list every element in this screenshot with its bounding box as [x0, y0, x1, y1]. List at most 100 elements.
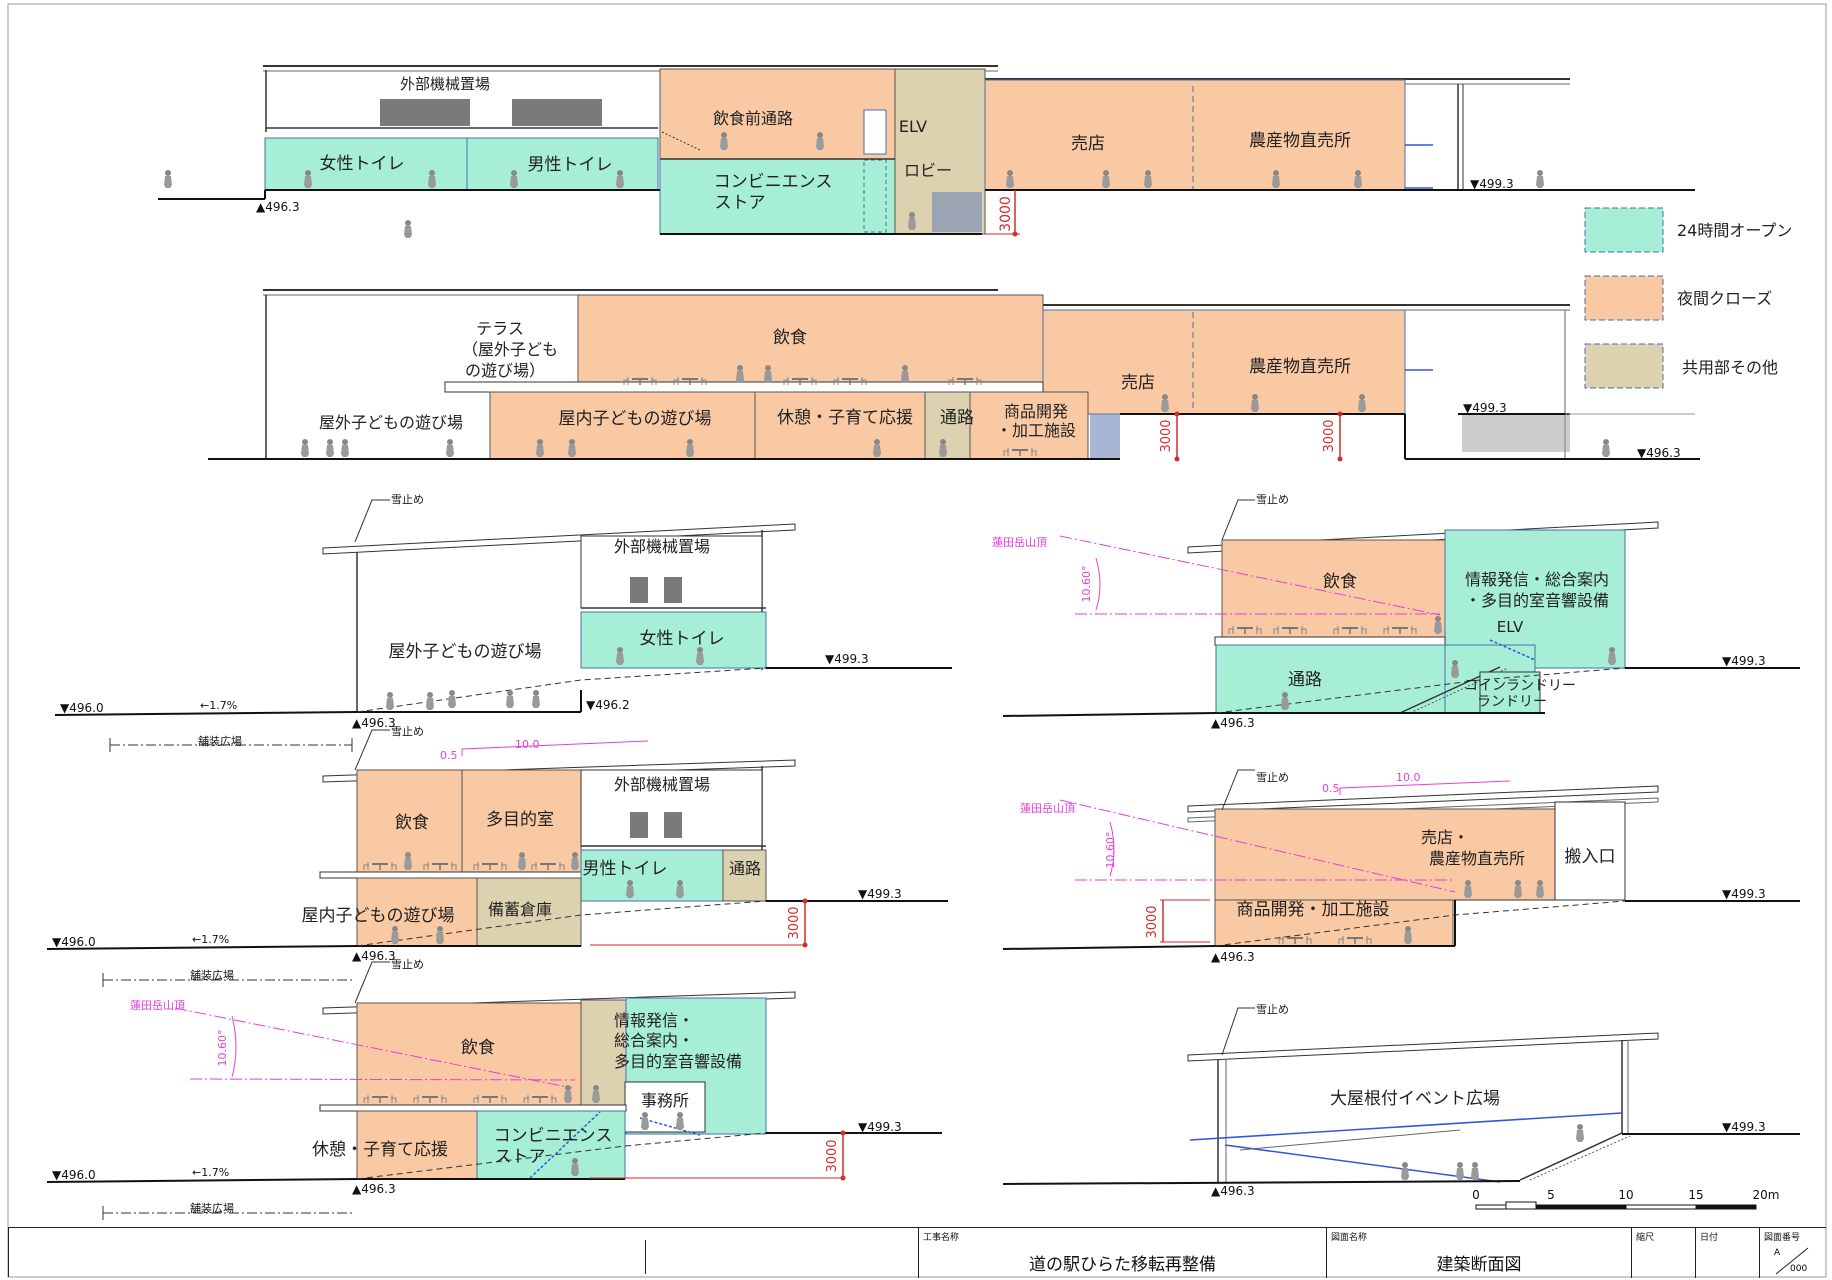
legend-swatch-open24 [1584, 207, 1664, 253]
e-convenience-label-2: ストア [495, 1147, 546, 1167]
scale-tick-10: 10 [1618, 1188, 1633, 1202]
f-level-base: ▲496.3 [1211, 716, 1255, 730]
a-lobby-label: ロビー [904, 161, 952, 180]
legend: 24時間オープン 夜間クローズ 共用部その他 [1584, 207, 1792, 389]
g-slope-a: 0.5 [1322, 782, 1340, 795]
scale-tick-5: 5 [1547, 1188, 1555, 1202]
d-passage-label: 通路 [729, 859, 761, 878]
scale-caption: 縮尺 [1636, 1233, 1655, 1243]
a-level-left: ▲496.3 [256, 200, 300, 214]
b-level-mid: ▼499.3 [1463, 401, 1507, 415]
d-level-base: ▲496.3 [352, 949, 396, 963]
d-slope-a: 0.5 [440, 749, 458, 762]
scale-tick-20: 20m [1753, 1188, 1780, 1202]
b-dim-3000-1: 3000 [1159, 419, 1174, 452]
drawing-number-prefix: A [1774, 1248, 1781, 1258]
e-level-left: ▼496.0 [52, 1168, 96, 1182]
b-terrace-label-2: （屋外子ども [462, 340, 558, 359]
g-angle-label: 10.60° [1104, 832, 1117, 869]
e-angle-label: 10.60° [216, 1030, 229, 1067]
c-level-left: ▼496.0 [60, 701, 104, 715]
d-indoor-play-label: 屋内子どもの遊び場 [302, 906, 455, 926]
b-farm-market-label: 農産物直売所 [1249, 357, 1351, 377]
b-product-dev-label-1: 商品開発 [1004, 402, 1068, 421]
f-dining-label: 飲食 [1323, 572, 1357, 592]
section-d: 飲食 多目的室 外部機械置場 男性トイレ 通路 屋内子どもの遊び場 備蓄倉庫 雪… [46, 725, 948, 987]
g-mountain-label: 蓮田岳山頂 [1020, 801, 1075, 815]
legend-open24-label: 24時間オープン [1677, 221, 1792, 240]
e-slope-label: ←1.7% [192, 1166, 229, 1179]
d-dining-label: 飲食 [395, 813, 429, 833]
g-loading-label: 搬入口 [1565, 847, 1616, 867]
section-f: 飲食 情報発信・総合案内 ・多目的室音響設備 ELV 通路 コインランドリー ラ… [992, 493, 1800, 730]
f-elv-label: ELV [1497, 618, 1524, 636]
section-g: 売店・ 農産物直売所 搬入口 商品開発・加工施設 雪止め 0.5 10.0 蓮田… [1002, 769, 1800, 964]
g-shop-label-2: 農産物直売所 [1429, 849, 1525, 868]
date-cell: 日付 [1695, 1228, 1759, 1278]
b-terrace-label-3: の遊び場） [465, 361, 545, 380]
b-dim-3000-2: 3000 [1322, 419, 1337, 452]
f-level-right: ▼499.3 [1722, 654, 1766, 668]
date-caption: 日付 [1700, 1233, 1719, 1243]
h-level-base: ▲496.3 [1211, 1184, 1255, 1198]
b-product-dev-label-2: ・加工施設 [996, 421, 1076, 440]
d-paved-plaza-label: 舗装広場 [190, 968, 234, 982]
c-level-right: ▼499.3 [825, 652, 869, 666]
e-info-label-3: 多目的室音響設備 [614, 1052, 742, 1071]
b-outdoor-play-label: 屋外子どもの遊び場 [319, 413, 463, 432]
b-indoor-play-label: 屋内子どもの遊び場 [559, 409, 712, 429]
scale-bar: 0 5 10 15 20m [1472, 1188, 1780, 1210]
drawing-number-slash [1775, 1247, 1809, 1275]
c-outdoor-machine-label: 外部機械置場 [614, 537, 710, 556]
b-level-right: ▼496.3 [1637, 446, 1681, 460]
title-block-divider-mark [645, 1240, 646, 1274]
f-info-label-1: 情報発信・総合案内 [1465, 570, 1609, 589]
a-elv-label: ELV [899, 117, 927, 136]
scale-tick-0: 0 [1472, 1188, 1480, 1202]
c-snow-stop-label: 雪止め [391, 493, 424, 506]
b-shop-label: 売店 [1121, 373, 1155, 393]
drawing-name-cell: 図面名称 建築断面図 [1326, 1228, 1631, 1278]
legend-closed-night-label: 夜間クローズ [1677, 289, 1772, 308]
f-info-label-2: ・多目的室音響設備 [1465, 591, 1609, 610]
project-name-caption: 工事名称 [923, 1233, 960, 1243]
f-passage-label: 通路 [1288, 670, 1322, 690]
e-convenience-label-1: コンビニエンス [494, 1126, 613, 1146]
section-a: 外部機械置場 3000 女性トイレ 男性トイレ 飲食前通路 コンビニエンス スト… [158, 65, 1695, 238]
d-slope-label: ←1.7% [192, 933, 229, 946]
f-laundry-label-1: コインランドリー [1464, 678, 1576, 694]
g-shop-label-1: 売店・ [1421, 828, 1469, 847]
drawing-number-caption: 図面番号 [1764, 1233, 1801, 1243]
section-b: 3000 3000 テラス （屋外子ども の遊び場） 飲食 売店 農産物直売所 … [208, 289, 1700, 462]
b-rest-childcare-label: 休憩・子育て応援 [777, 408, 913, 428]
c-outdoor-play-label: 屋外子どもの遊び場 [389, 642, 542, 662]
e-rest-childcare-label: 休憩・子育て応援 [312, 1140, 448, 1160]
a-women-toilet-label: 女性トイレ [320, 154, 405, 174]
f-angle-label: 10.60° [1080, 566, 1093, 603]
g-snow-stop-label: 雪止め [1256, 771, 1289, 784]
a-farm-market-label: 農産物直売所 [1249, 131, 1351, 151]
d-level-right: ▼499.3 [858, 887, 902, 901]
e-info-label-1: 情報発信・ [614, 1011, 694, 1030]
b-passage-label: 通路 [940, 408, 974, 428]
d-dim-3000: 3000 [787, 906, 802, 939]
g-slope-b: 10.0 [1396, 771, 1421, 784]
d-multipurpose-label: 多目的室 [486, 810, 554, 830]
legend-swatch-shared [1584, 343, 1664, 389]
drawing-name-caption: 図面名称 [1331, 1233, 1368, 1243]
a-shop-label: 売店 [1071, 134, 1105, 154]
b-terrace-label-1: テラス [476, 319, 524, 338]
a-convenience-label-1: コンビニエンス [714, 172, 833, 192]
g-dim-3000: 3000 [1145, 905, 1160, 938]
e-snow-stop-label: 雪止め [391, 958, 424, 971]
e-level-base: ▲496.3 [352, 1182, 396, 1196]
b-dining-label: 飲食 [773, 328, 807, 348]
h-event-plaza-label: 大屋根付イベント広場 [1330, 1089, 1500, 1109]
sheet-border [7, 3, 1827, 1278]
section-c: 外部機械置場 女性トイレ 屋外子どもの遊び場 雪止め ▼496.0 ←1.7% … [54, 493, 952, 752]
e-paved-plaza-label: 舗装広場 [190, 1201, 234, 1215]
e-level-right: ▼499.3 [858, 1120, 902, 1134]
scale-cell: 縮尺 [1631, 1228, 1695, 1278]
d-level-left: ▼496.0 [52, 935, 96, 949]
h-snow-stop-label: 雪止め [1256, 1003, 1289, 1016]
